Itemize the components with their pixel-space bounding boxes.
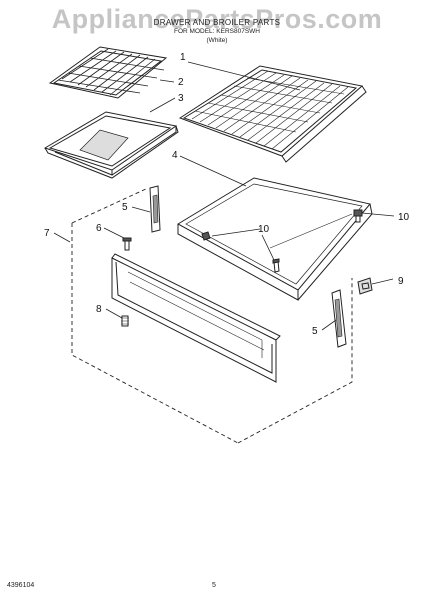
document-number: 4396104 [7,582,35,589]
page-number: 5 [212,582,216,589]
screw-part-10-b [201,231,211,241]
range-base-outline [71,187,353,444]
broiler-pan-grid [48,46,168,99]
callout-8: 8 [96,304,102,315]
callout-5-right: 5 [312,326,318,337]
screw-part-6 [122,237,132,251]
screw-part-8 [121,315,129,327]
callout-10-right: 10 [398,212,410,223]
callout-2: 2 [178,77,184,88]
callout-9: 9 [398,276,404,287]
drawer-slide-left [149,185,161,233]
callout-5-left: 5 [122,202,128,213]
callout-4: 4 [172,150,178,161]
drawer-front-panel [111,253,281,383]
broiler-pan [43,111,179,179]
leader-lines [53,61,395,331]
diagram-model: FOR MODEL: KERS807SWH [174,28,260,35]
screw-part-10-a [353,209,363,223]
callout-10-center: 10 [258,224,270,235]
callout-7: 7 [44,228,50,239]
bracket-part-9 [357,277,373,295]
callout-3: 3 [178,93,184,104]
watermark: AppliancePartsPros.com [51,4,383,34]
drawer-slide-right [331,289,347,348]
screw-part-10-c [272,258,280,273]
callout-6: 6 [96,223,102,234]
callout-1: 1 [180,52,186,63]
diagram-title: DRAWER AND BROILER PARTS [153,18,281,27]
drawer-body [177,177,373,301]
oven-rack [178,65,367,163]
diagram-color: (White) [206,37,228,44]
